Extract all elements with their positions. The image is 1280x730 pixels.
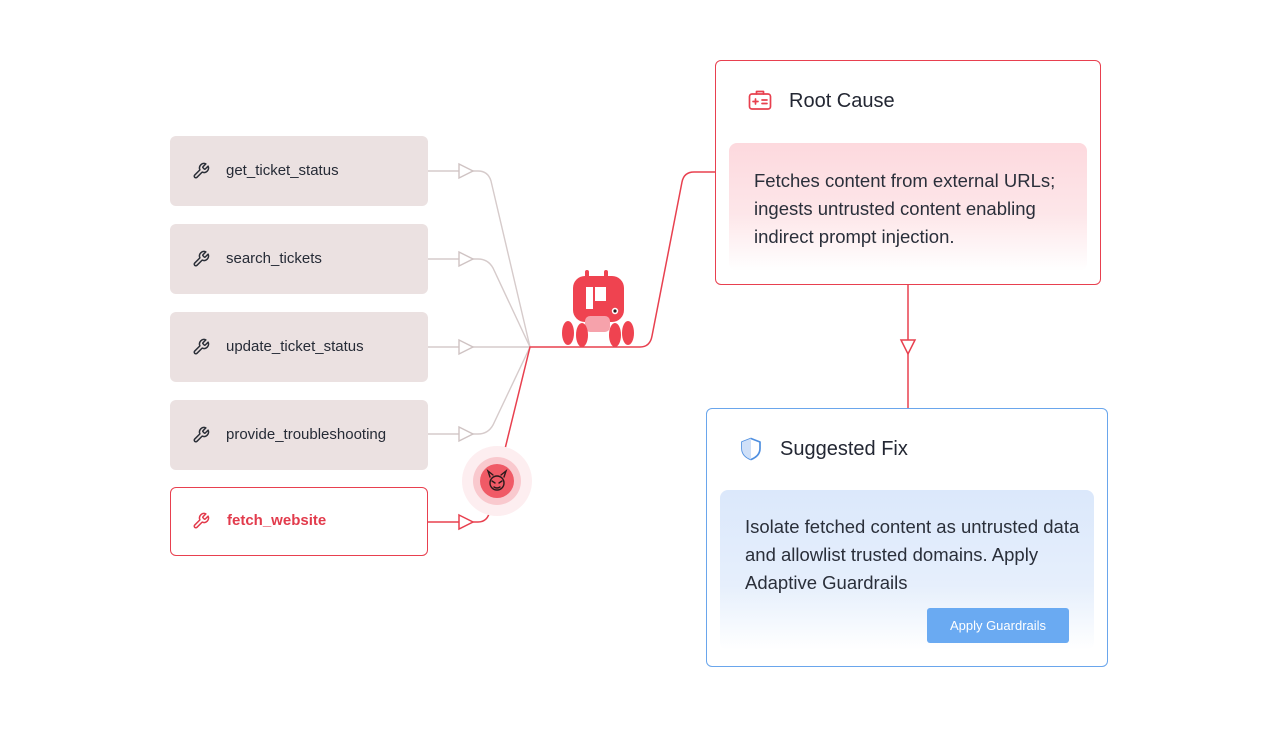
- apply-guardrails-button[interactable]: Apply Guardrails: [927, 608, 1069, 643]
- root-cause-description: Fetches content from external URLs; inge…: [754, 170, 1056, 247]
- tool-label: update_ticket_status: [226, 338, 364, 355]
- root-cause-card: Root Cause Fetches content from external…: [715, 60, 1101, 285]
- tool-label: provide_troubleshooting: [226, 426, 387, 443]
- arrow-root-to-fix: [899, 339, 917, 356]
- agent-robot-icon: [562, 270, 634, 347]
- wrench-icon: [193, 162, 210, 179]
- tool-update-ticket-status[interactable]: update_ticket_status: [170, 312, 428, 382]
- first-aid-kit-icon: [748, 90, 772, 110]
- wrench-icon: [193, 338, 210, 355]
- suggested-fix-title: Suggested Fix: [780, 438, 908, 460]
- wire-fetch-website: [428, 171, 716, 523]
- arrow-fetch-website: [458, 513, 475, 531]
- wire-get-ticket-status: [428, 170, 531, 348]
- tool-label: get_ticket_status: [226, 162, 339, 179]
- shield-icon: [741, 437, 761, 461]
- suggested-fix-card: Suggested Fix Isolate fetched content as…: [706, 408, 1108, 667]
- wire-provide-troubleshooting: [428, 346, 531, 435]
- tool-provide-troubleshooting[interactable]: provide_troubleshooting: [170, 400, 428, 470]
- arrow-get-ticket-status: [458, 162, 475, 180]
- arrow-provide-troubleshooting: [458, 425, 475, 443]
- tool-label: search_tickets: [226, 250, 322, 267]
- suggested-fix-panel: Isolate fetched content as untrusted dat…: [720, 490, 1094, 650]
- tool-search-tickets[interactable]: search_tickets: [170, 224, 428, 294]
- wire-search-tickets: [428, 258, 531, 348]
- tool-fetch-website[interactable]: fetch_website: [170, 487, 428, 556]
- root-cause-title: Root Cause: [789, 90, 895, 112]
- root-cause-panel: Fetches content from external URLs; inge…: [729, 143, 1087, 271]
- suggested-fix-description: Isolate fetched content as untrusted dat…: [745, 516, 1080, 593]
- arrow-search-tickets: [458, 250, 475, 268]
- devil-icon: [462, 446, 532, 516]
- arrow-update-ticket-status: [458, 338, 475, 356]
- tool-label: fetch_website: [227, 512, 327, 529]
- wrench-icon: [193, 250, 210, 267]
- wrench-icon: [193, 426, 210, 443]
- wrench-icon: [193, 512, 210, 529]
- tool-get-ticket-status[interactable]: get_ticket_status: [170, 136, 428, 206]
